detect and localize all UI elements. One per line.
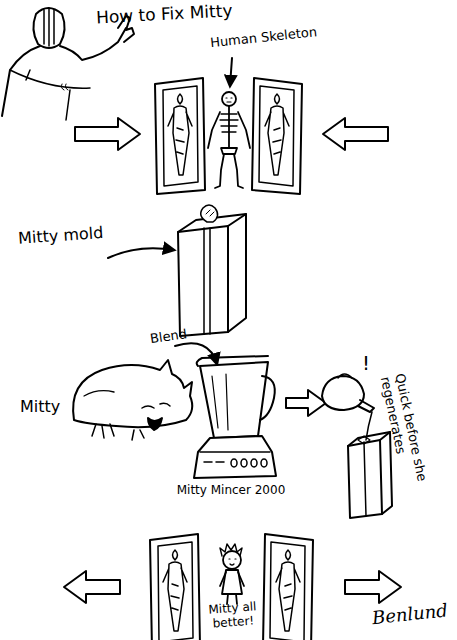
blend-arrow: [175, 343, 217, 364]
kettle-figure: [322, 374, 374, 440]
girl-figure: [220, 544, 244, 604]
leader-arrow: [230, 58, 232, 86]
character-label: Mitty: [20, 398, 80, 416]
closed-mold: [178, 205, 246, 336]
cat-figure: [73, 360, 192, 440]
pour-mold: [348, 432, 392, 518]
exclamation-mark: !: [362, 352, 382, 375]
callout-label: Human Skeleton: [210, 24, 331, 51]
title-text: How to Fix Mitty: [96, 0, 267, 28]
release-arrow: [64, 571, 401, 603]
leader-arrow: [108, 248, 174, 258]
callout-label: Mitty mold: [17, 222, 128, 248]
appliance-label: Mitty Mincer 2000: [166, 484, 296, 498]
step-arrow: [286, 390, 326, 416]
warning-note: Quick before she regenerates: [377, 372, 433, 505]
result-label: Mitty all better!: [199, 600, 267, 632]
action-label: Blend: [149, 324, 210, 347]
open-mold-top: [155, 78, 302, 194]
skeleton-figure: [208, 92, 250, 188]
blender-figure: [194, 356, 276, 478]
push-arrow: [75, 118, 388, 150]
signature: Benlund: [371, 600, 453, 629]
open-mold-bottom: [150, 534, 313, 640]
